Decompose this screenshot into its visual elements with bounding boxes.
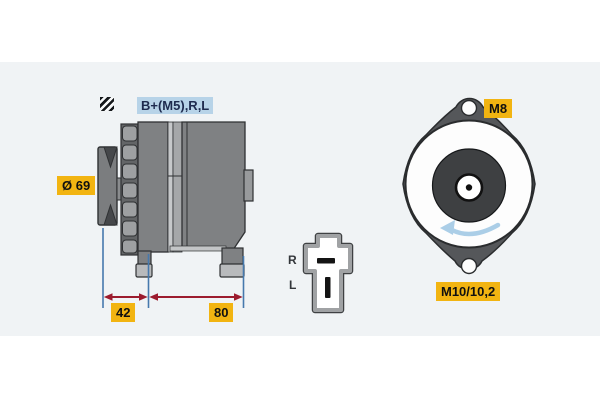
housing-light-strip bbox=[167, 121, 174, 253]
terminal-block bbox=[243, 169, 254, 202]
rear-foot-bushing bbox=[219, 263, 245, 278]
housing bbox=[137, 121, 254, 253]
front-housing bbox=[137, 121, 169, 253]
rear-foot bbox=[221, 247, 244, 266]
housing-bottom-strip bbox=[169, 245, 227, 252]
fan bbox=[120, 123, 139, 256]
connector-terminal-l-blade bbox=[325, 277, 331, 298]
pulley-diameter-label: Ø 69 bbox=[57, 176, 96, 195]
front-foot-bushing bbox=[135, 263, 153, 278]
rotation-arrow bbox=[440, 220, 501, 237]
dimension-arrow-80 bbox=[149, 293, 243, 301]
shaft-center bbox=[465, 184, 473, 191]
hatch-icon bbox=[100, 97, 114, 111]
connector-plug bbox=[302, 232, 354, 314]
side-view bbox=[97, 121, 254, 308]
pulley bbox=[97, 146, 123, 226]
bottom-mount-hole bbox=[460, 257, 478, 275]
top-mount-hole bbox=[460, 99, 478, 117]
dimension-label-80: 80 bbox=[209, 303, 234, 322]
connector-terminal-r-blade bbox=[317, 258, 335, 264]
rear-housing bbox=[181, 121, 246, 251]
pulley-groove-bottom bbox=[103, 203, 118, 226]
dimension-lines bbox=[102, 228, 245, 308]
terminal-designation-label: B+(M5),R,L bbox=[137, 97, 214, 114]
dimension-label-42: 42 bbox=[111, 303, 136, 322]
rear-view bbox=[402, 97, 536, 275]
connector-terminal-r-label: R bbox=[288, 253, 297, 267]
stator-band bbox=[172, 121, 183, 253]
top-mount-thread-label: M8 bbox=[484, 99, 513, 118]
bottom-mount-thread-label: M10/10,2 bbox=[436, 282, 501, 301]
dimension-arrow-42 bbox=[103, 293, 148, 301]
pulley-groove-top bbox=[103, 146, 118, 169]
connector-terminal-l-label: L bbox=[289, 278, 297, 292]
